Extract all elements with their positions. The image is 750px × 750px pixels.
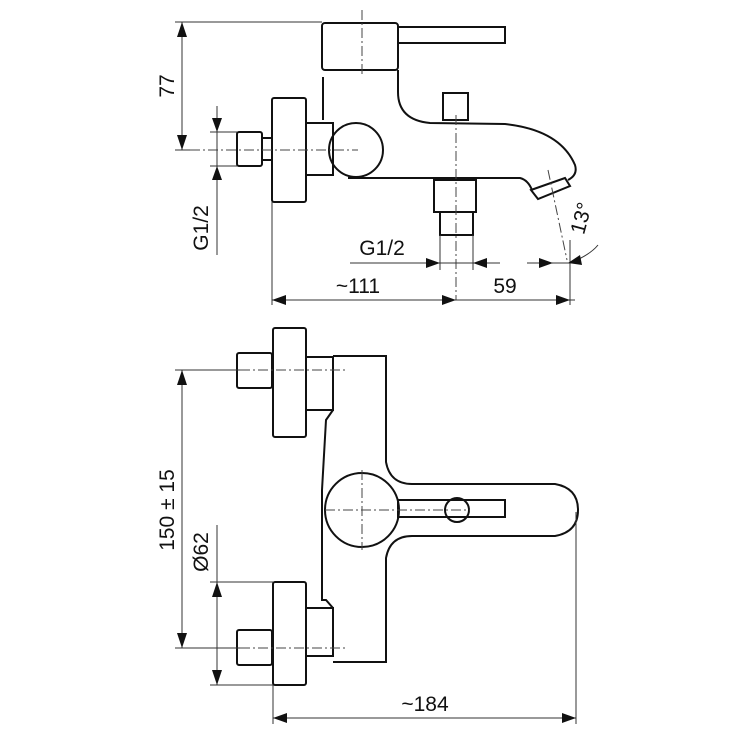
handle-body — [321, 22, 399, 71]
dim-111-label: ~111 — [336, 275, 380, 298]
dim-184-label: ~184 — [401, 693, 449, 716]
body-bottom-line — [348, 177, 533, 191]
bottom-nut — [305, 607, 334, 657]
dim-g12-bottom-label: G1/2 — [359, 237, 405, 260]
dim-g12-left-label: G1/2 — [190, 205, 213, 251]
bottom-flange — [272, 581, 307, 686]
handle-lever — [397, 26, 506, 44]
top-flange — [272, 327, 307, 438]
dim-59-label: 59 — [493, 275, 516, 298]
front-view: 150 ± 15 Ø62 ~184 — [156, 327, 580, 724]
angle-13-label: 13° — [567, 200, 597, 237]
mixer-body-front — [321, 355, 580, 663]
connection-nut — [305, 122, 334, 176]
aerator — [529, 176, 572, 201]
mixer-body-outline — [322, 70, 577, 181]
dimension-arrows — [177, 22, 187, 150]
dimension-arrows — [426, 258, 487, 268]
dim-62-label: Ø62 — [190, 532, 213, 572]
dim-77-label: 77 — [156, 74, 179, 97]
inlet-pipe — [236, 131, 263, 167]
top-nut — [305, 356, 334, 411]
inlet-connector — [261, 137, 273, 161]
dim-150-label: 150 ± 15 — [156, 469, 179, 551]
spout-angle-line — [547, 169, 568, 261]
handle-lever-front — [397, 499, 506, 518]
dimension-arrows — [212, 118, 222, 180]
shower-outlet-nut — [433, 179, 477, 213]
side-view: 77 G1/2 G1/2 ~111 59 13° — [156, 10, 599, 305]
dimension-arrows — [539, 255, 582, 268]
